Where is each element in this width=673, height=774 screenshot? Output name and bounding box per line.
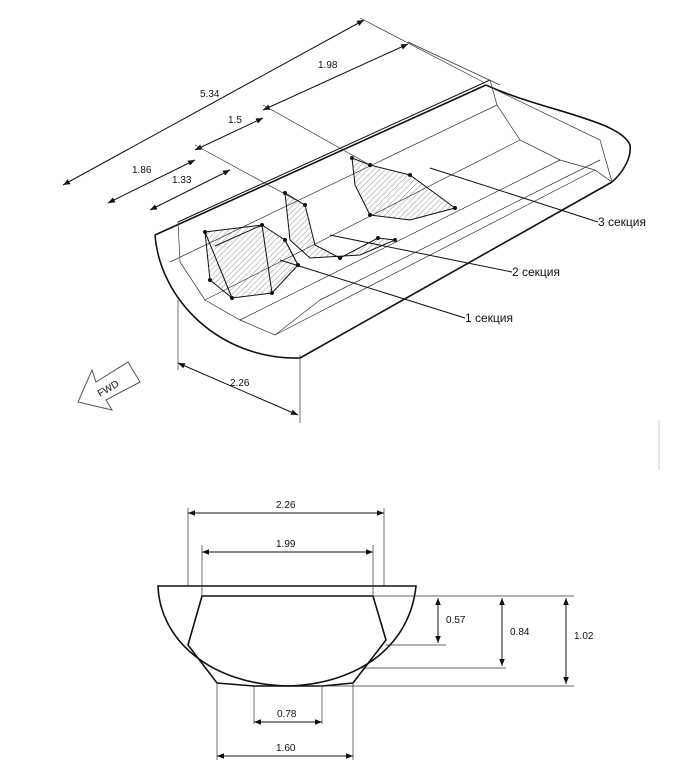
dim-front-segment: 1.86	[132, 165, 152, 176]
leader-section-1	[279, 259, 466, 319]
dim-mid-segment: 1.5	[228, 115, 242, 126]
dim-line-rear	[262, 43, 409, 111]
dim-section1-offset: 1.33	[172, 175, 192, 186]
facet-line	[239, 159, 561, 321]
dim-line-mid	[194, 117, 264, 151]
dim-top-width: 2.26	[276, 500, 296, 511]
section-3-surface	[351, 157, 457, 221]
rear-inner	[485, 84, 613, 183]
cross-section-outer	[157, 585, 417, 687]
trough-rear-rim	[485, 84, 631, 183]
facet-line	[274, 169, 596, 336]
section-2-surface	[284, 192, 397, 259]
dim-bottom-outer: 1.60	[276, 743, 296, 754]
cross-section: 2.26 1.99 0.78 1.60 0.57 0.84 1.02	[157, 500, 594, 760]
leader-section-2	[329, 234, 513, 273]
trough-bottom-edge	[299, 181, 613, 359]
dim-line-section1	[149, 169, 231, 211]
dim-rear-segment: 1.98	[318, 60, 338, 71]
section-1-surface	[204, 224, 299, 299]
facet-line	[319, 159, 601, 301]
leader-section-3	[429, 167, 599, 223]
dim-total-length: 5.34	[200, 89, 220, 100]
dim-bottom-inner: 0.78	[277, 709, 297, 720]
dim-height-mid: 0.84	[510, 627, 530, 638]
cross-section-inner	[187, 595, 387, 687]
front-facet	[177, 221, 321, 336]
dim-height-upper: 0.57	[446, 615, 466, 626]
dim-inner-top-width: 1.99	[276, 539, 296, 550]
dim-width: 2.26	[230, 378, 250, 389]
isometric-trough: 5.34 1.98 1.5 1.86 1.33 2.26 3 секция 2 …	[62, 17, 646, 423]
rear-facet	[489, 79, 613, 183]
section-1-frame	[204, 224, 299, 299]
label-section-3: 3 секция	[598, 215, 646, 229]
dim-line-width	[177, 362, 299, 416]
fwd-arrow: FWD	[77, 361, 141, 411]
label-section-2: 2 секция	[512, 265, 560, 279]
dim-height-total: 1.02	[574, 631, 594, 642]
label-section-1: 1 секция	[465, 311, 513, 325]
iso-dimensions	[62, 17, 501, 423]
trough-front-rim	[154, 234, 301, 359]
